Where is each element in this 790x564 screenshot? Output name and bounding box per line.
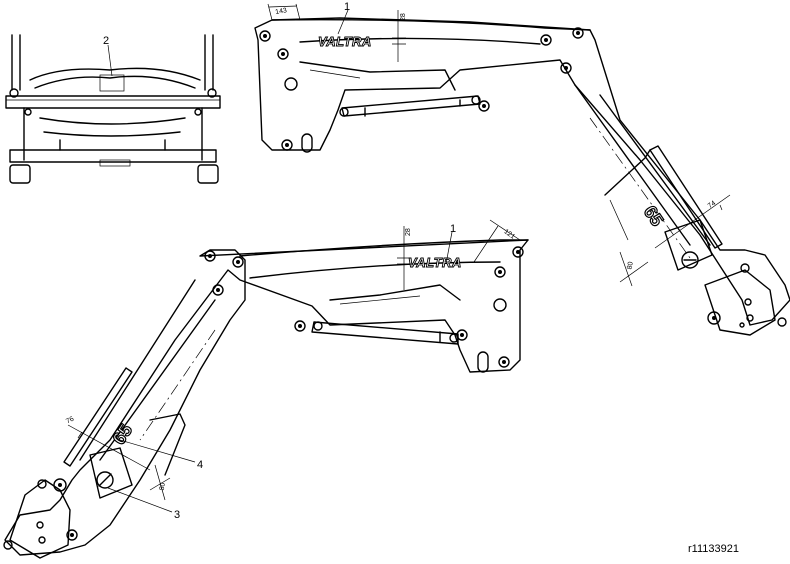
brand-decal-bottom: VALTRA — [408, 255, 462, 270]
callout-3: 3 — [174, 509, 180, 521]
callout-2: 2 — [103, 35, 109, 47]
callout-1-bottom: 1 — [450, 223, 456, 235]
dim-28-bottom: 28 — [405, 228, 412, 236]
brand-decal-top: VALTRA — [318, 34, 372, 49]
loader-arm-bottom: VALTRA 65 28 121 76 80 1 4 3 — [3, 219, 529, 559]
dim-76-bottom: 76 — [65, 416, 75, 426]
dim-143-top: 143 — [275, 7, 288, 16]
loader-arm-top: VALTRA 65 143 28 74 80 1 — [254, 1, 790, 336]
model-decal-top: 65 — [640, 202, 668, 230]
dim-28-top: 28 — [400, 13, 407, 21]
dim-80-bottom: 80 — [159, 482, 167, 491]
callout-1-top: 1 — [344, 1, 350, 13]
model-decal-bottom: 65 — [109, 420, 137, 448]
dim-74-top: 74 — [707, 200, 717, 210]
front-view: 2 — [5, 34, 221, 184]
dim-80-top: 80 — [626, 261, 634, 270]
callout-4: 4 — [197, 459, 203, 471]
dim-121-bottom: 121 — [502, 228, 516, 240]
drawing-reference: r11133921 — [688, 543, 739, 555]
